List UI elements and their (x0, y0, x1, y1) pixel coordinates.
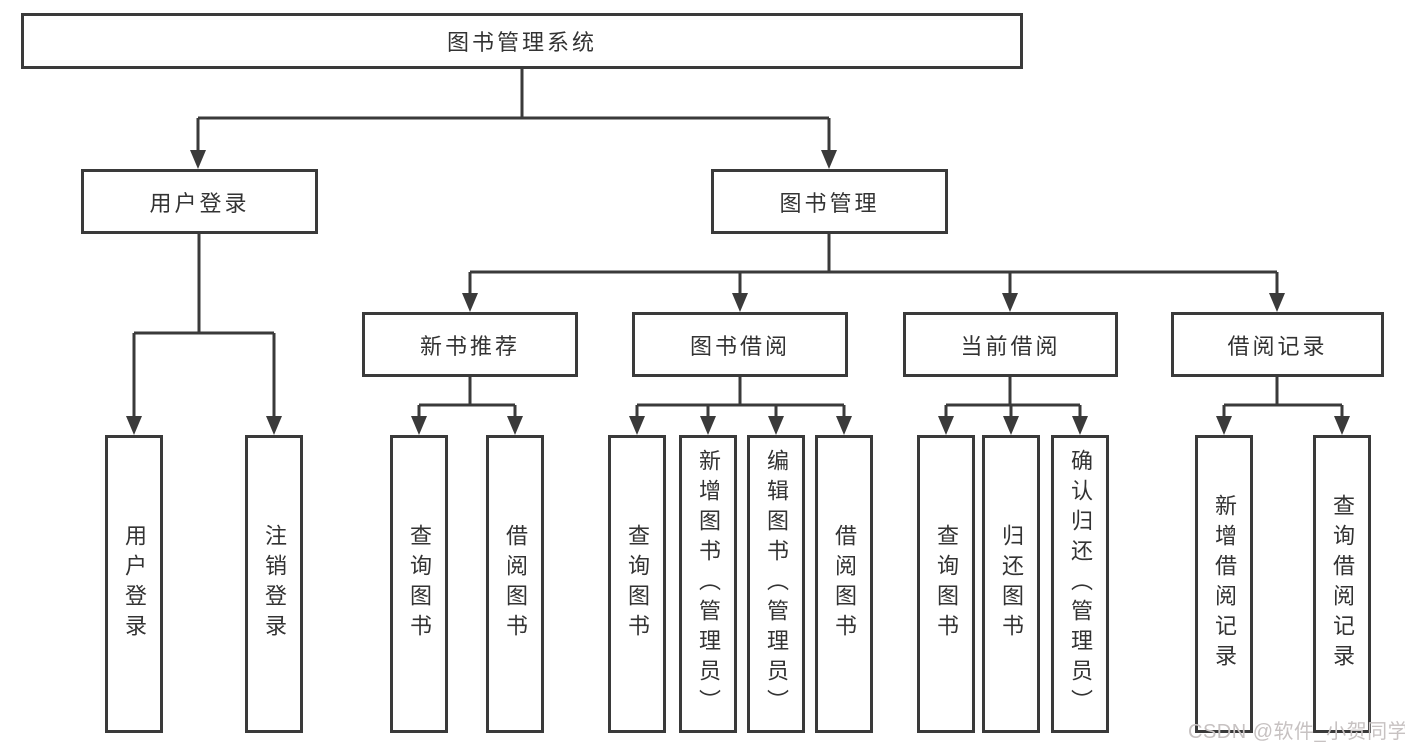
node-library-system: 图书管理系统 (21, 13, 1023, 69)
leaf-logout: 注销登录 (245, 435, 303, 733)
leaf-user-login: 用户登录 (105, 435, 163, 733)
leaf-records-add: 新增借阅记录 (1195, 435, 1253, 733)
tree-edges (132, 69, 1344, 418)
node-borrow-records: 借阅记录 (1171, 312, 1384, 377)
leaf-newbooks-borrow: 借阅图书 (486, 435, 544, 733)
node-current-borrow: 当前借阅 (903, 312, 1118, 377)
leaf-borrow-add-admin: 新增图书（管理员） (679, 435, 737, 733)
leaf-borrow-borrow: 借阅图书 (815, 435, 873, 733)
node-user-login: 用户登录 (81, 169, 318, 234)
leaf-borrow-edit-admin: 编辑图书（管理员） (747, 435, 805, 733)
leaf-current-query: 查询图书 (917, 435, 975, 733)
node-book-management: 图书管理 (711, 169, 948, 234)
leaf-current-confirm-admin: 确认归还（管理员） (1051, 435, 1109, 733)
node-book-borrow: 图书借阅 (632, 312, 848, 377)
watermark: CSDN @软件_小贺同学 (1188, 721, 1405, 743)
node-new-book-recommend: 新书推荐 (362, 312, 578, 377)
leaf-newbooks-query: 查询图书 (390, 435, 448, 733)
leaf-current-return: 归还图书 (982, 435, 1040, 733)
leaf-records-query: 查询借阅记录 (1313, 435, 1371, 733)
leaf-borrow-query: 查询图书 (608, 435, 666, 733)
